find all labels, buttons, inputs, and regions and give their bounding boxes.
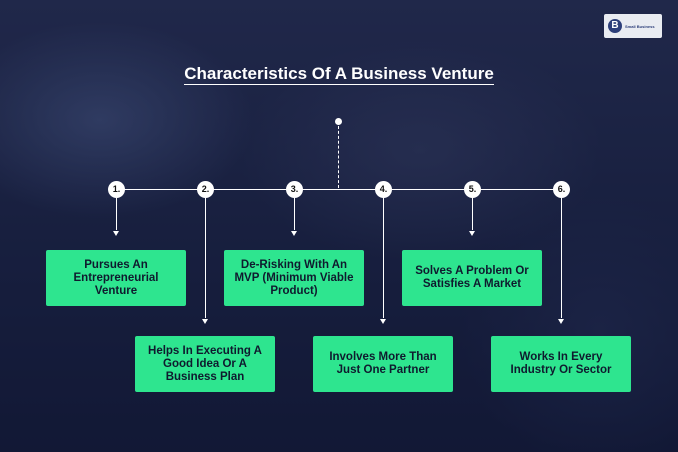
step-3-connector bbox=[294, 198, 295, 230]
step-3-box: De-Risking With An MVP (Minimum Viable P… bbox=[224, 250, 364, 306]
brand-logo: B Small Business bbox=[604, 14, 662, 38]
step-5-box: Solves A Problem Or Satisfies A Market bbox=[402, 250, 542, 306]
logo-mark-icon: B bbox=[608, 19, 622, 33]
step-3-node: 3. bbox=[286, 181, 303, 198]
title-text: Characteristics Of A Business Venture bbox=[184, 64, 494, 85]
step-5-connector bbox=[472, 198, 473, 230]
step-4-connector bbox=[383, 198, 384, 318]
step-3-arrow-icon bbox=[291, 231, 297, 236]
step-6-connector bbox=[561, 198, 562, 318]
timeline-dashed-connector bbox=[338, 126, 339, 188]
step-5-node: 5. bbox=[464, 181, 481, 198]
step-1-node: 1. bbox=[108, 181, 125, 198]
page-title: Characteristics Of A Business Venture bbox=[0, 64, 678, 85]
step-2-box: Helps In Executing A Good Idea Or A Busi… bbox=[135, 336, 275, 392]
step-4-node: 4. bbox=[375, 181, 392, 198]
step-2-connector bbox=[205, 198, 206, 318]
logo-text: Small Business bbox=[625, 23, 655, 29]
step-1-box: Pursues An Entrepreneurial Venture bbox=[46, 250, 186, 306]
step-6-arrow-icon bbox=[558, 319, 564, 324]
step-2-arrow-icon bbox=[202, 319, 208, 324]
timeline-horizontal-line bbox=[116, 189, 562, 190]
step-6-node: 6. bbox=[553, 181, 570, 198]
step-1-arrow-icon bbox=[113, 231, 119, 236]
step-4-box: Involves More Than Just One Partner bbox=[313, 336, 453, 392]
step-5-arrow-icon bbox=[469, 231, 475, 236]
step-2-node: 2. bbox=[197, 181, 214, 198]
step-6-box: Works In Every Industry Or Sector bbox=[491, 336, 631, 392]
timeline-origin-dot bbox=[335, 118, 342, 125]
step-1-connector bbox=[116, 198, 117, 230]
step-4-arrow-icon bbox=[380, 319, 386, 324]
